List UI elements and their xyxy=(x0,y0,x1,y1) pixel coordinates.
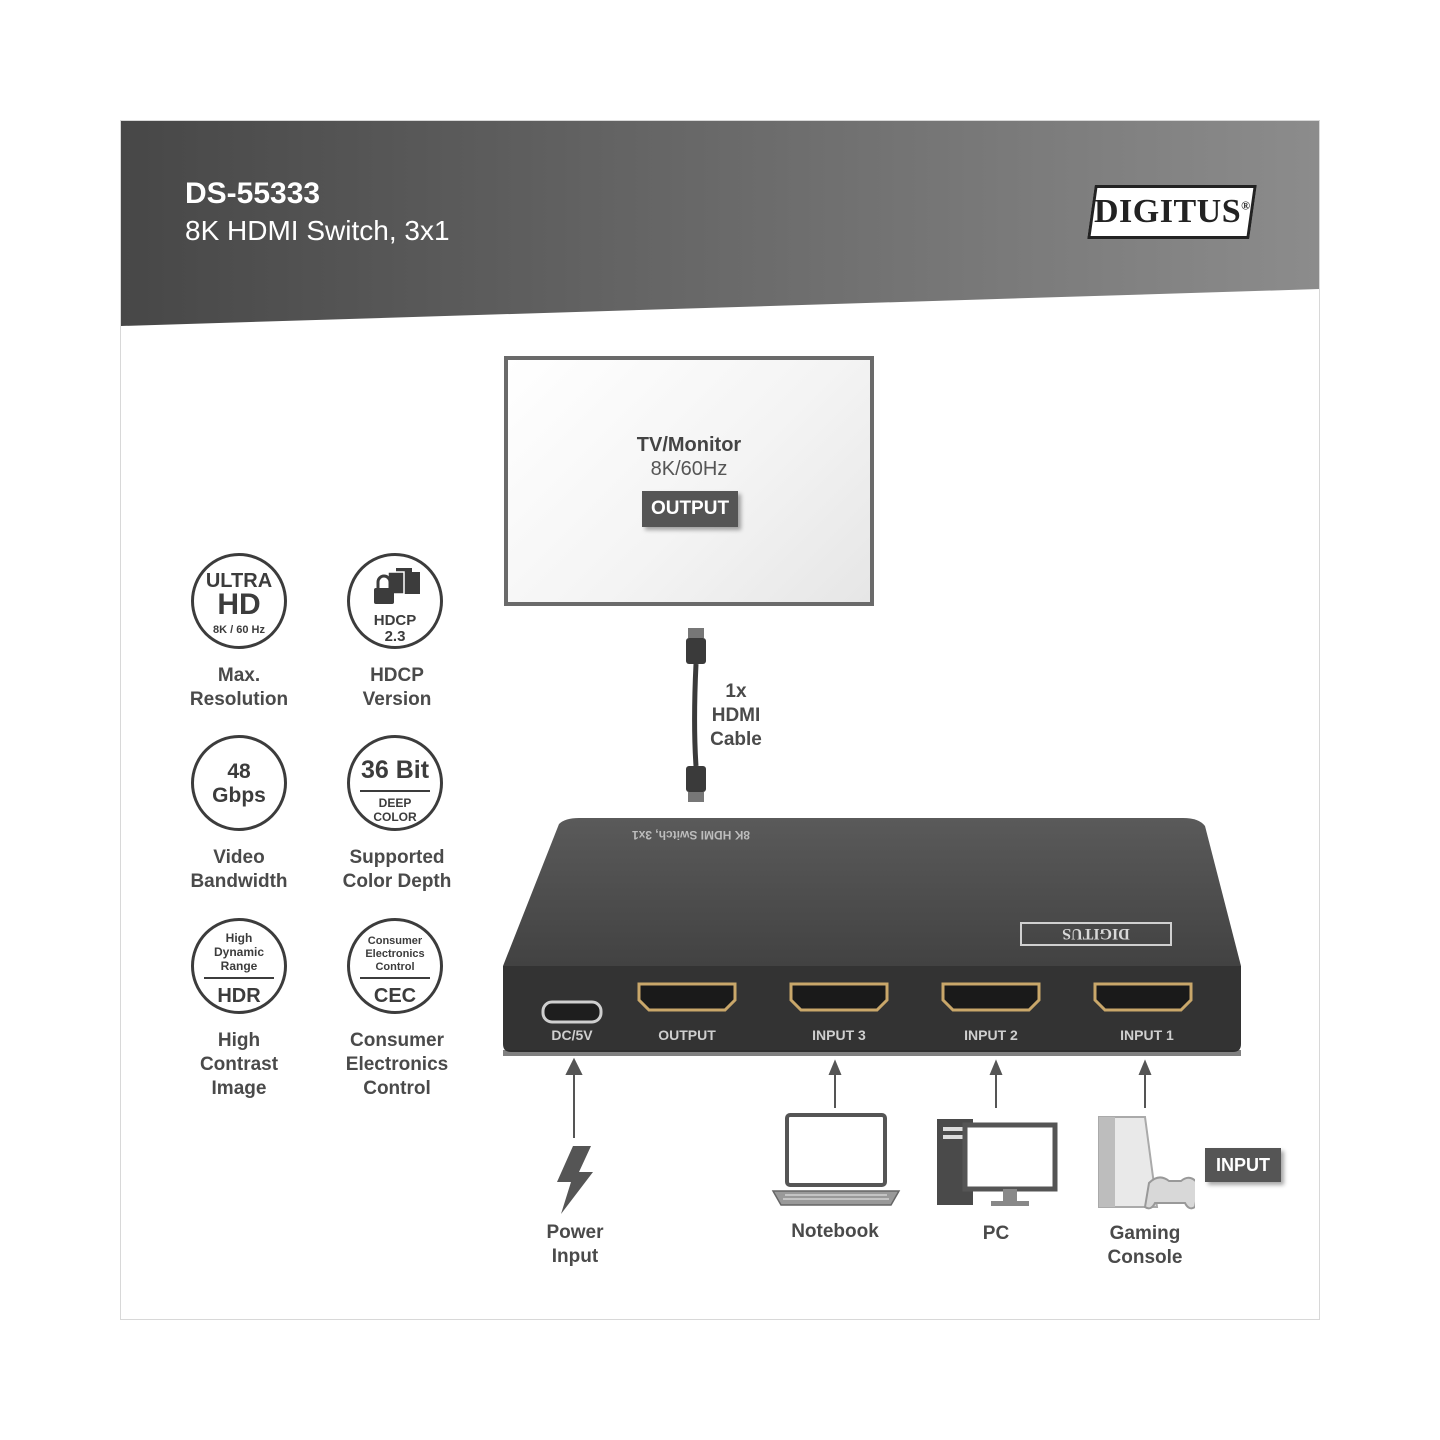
badge-hdcp: HDCP 2.3 xyxy=(347,553,443,649)
badge-ultra-hd: ULTRA HD 8K / 60 Hz xyxy=(191,553,287,649)
badge-hdr: High Dynamic Range HDR xyxy=(191,918,287,1014)
badge-deep-color: 36 Bit DEEP COLOR xyxy=(347,735,443,831)
badge-bandwidth: 48 Gbps xyxy=(191,735,287,831)
monitor-title: TV/Monitor xyxy=(636,434,742,456)
device-top-print: 8K HDMI Switch, 3x1 xyxy=(631,828,751,842)
port-label-input-1: INPUT 1 xyxy=(1120,1027,1174,1043)
output-tag: OUTPUT xyxy=(642,491,738,527)
port-label-input-2: INPUT 2 xyxy=(964,1027,1018,1043)
product-subtitle: 8K HDMI Switch, 3x1 xyxy=(185,215,450,246)
hdmi-cable-icon xyxy=(686,628,706,802)
badge-cec: Consumer Electronics Control CEC xyxy=(347,918,443,1014)
digitus-logo: DIGITUS® xyxy=(1087,185,1257,239)
header-band xyxy=(121,121,1319,326)
product-model: DS-55333 xyxy=(185,177,321,210)
lightning-icon xyxy=(557,1146,593,1214)
port-label-dc: DC/5V xyxy=(551,1027,593,1043)
power-arrow-stem xyxy=(573,1116,575,1138)
hdmi-switch-device xyxy=(503,818,1241,1056)
laptop-icon xyxy=(771,1113,901,1206)
monitor-resolution: 8K/60Hz xyxy=(650,458,728,480)
game-console-icon xyxy=(1098,1116,1195,1210)
connection-arrows xyxy=(565,1057,1152,1116)
port-label-output: OUTPUT xyxy=(658,1027,716,1043)
device-brand-print: DIGITUS xyxy=(1062,925,1130,942)
feature-label-resolution: Max.Resolution xyxy=(189,665,289,710)
desktop-pc-icon xyxy=(937,1119,1058,1206)
port-label-input-3: INPUT 3 xyxy=(812,1027,866,1043)
source-label-pc: PC xyxy=(982,1223,1010,1244)
lock-document-icon xyxy=(374,568,420,604)
infographic-card: DS-55333 8K HDMI Switch, 3x1 DIGITUS® TV… xyxy=(120,120,1320,1320)
input-tag: INPUT xyxy=(1205,1148,1281,1182)
tv-monitor: TV/Monitor 8K/60Hz OUTPUT xyxy=(504,356,874,606)
source-label-notebook: Notebook xyxy=(791,1221,879,1242)
